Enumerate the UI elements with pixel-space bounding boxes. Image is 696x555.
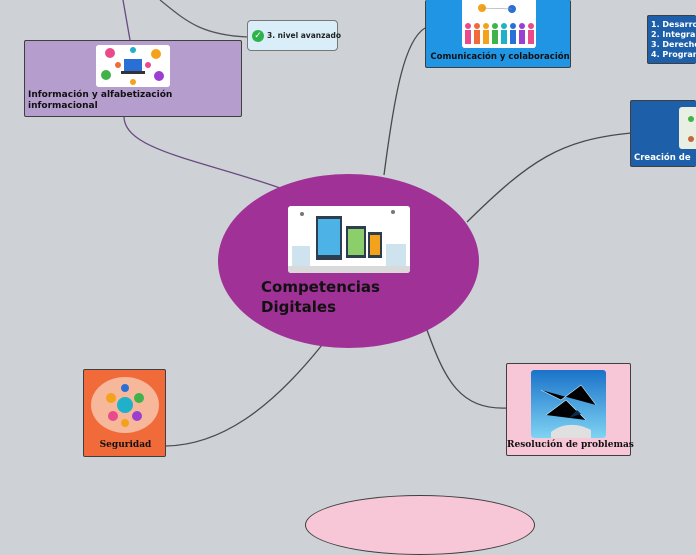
topic-security-node[interactable]: Seguridad <box>83 369 166 457</box>
topic-problems-label: Resolución de problemas <box>507 440 634 450</box>
list-item: 1. Desarro <box>651 20 696 29</box>
check-circle-icon: ✓ <box>252 30 264 42</box>
topic-security-label: Seguridad <box>99 440 152 450</box>
central-topic-node[interactable]: Competencias Digitales <box>218 174 479 348</box>
topic-info-label: Información y alfabetización informacion… <box>28 90 173 111</box>
connector-central-info <box>123 116 281 189</box>
connector-info-badge <box>159 0 249 38</box>
bottom-topic-node[interactable] <box>305 495 535 555</box>
list-item: 4. Program <box>651 50 696 59</box>
problems-illustration <box>531 370 606 438</box>
list-node[interactable]: 1. Desarro 2. Integra 3. Derecho 4. Prog… <box>647 15 696 64</box>
list-item: 3. Derecho <box>651 40 696 49</box>
info-illustration <box>96 45 170 87</box>
list-item: 2. Integra <box>651 30 696 39</box>
central-topic-title: Competencias Digitales <box>261 278 380 316</box>
creation-illustration <box>679 107 696 149</box>
central-illustration <box>288 206 410 273</box>
mindmap-connectors <box>122 0 632 447</box>
connector-central-creation <box>466 132 632 223</box>
connector-central-problems <box>426 329 508 409</box>
topic-comm-label: Comunicación y colaboración <box>430 52 570 62</box>
connector-central-comm <box>383 27 426 176</box>
connector-info-up <box>122 0 131 41</box>
security-illustration <box>88 374 163 436</box>
topic-problems-node[interactable]: Resolución de problemas <box>506 363 634 456</box>
topic-info-node[interactable]: Información y alfabetización informacion… <box>24 40 242 117</box>
level-badge-node[interactable]: ✓ 3. nivel avanzado <box>247 20 342 51</box>
topic-comm-node[interactable]: Comunicación y colaboración <box>425 0 571 68</box>
level-badge-label: 3. nivel avanzado <box>267 31 342 40</box>
comm-illustration <box>462 0 536 48</box>
topic-creation-node[interactable]: Creación de <box>630 100 696 167</box>
connector-central-security <box>165 344 323 447</box>
topic-creation-label: Creación de <box>634 153 691 163</box>
